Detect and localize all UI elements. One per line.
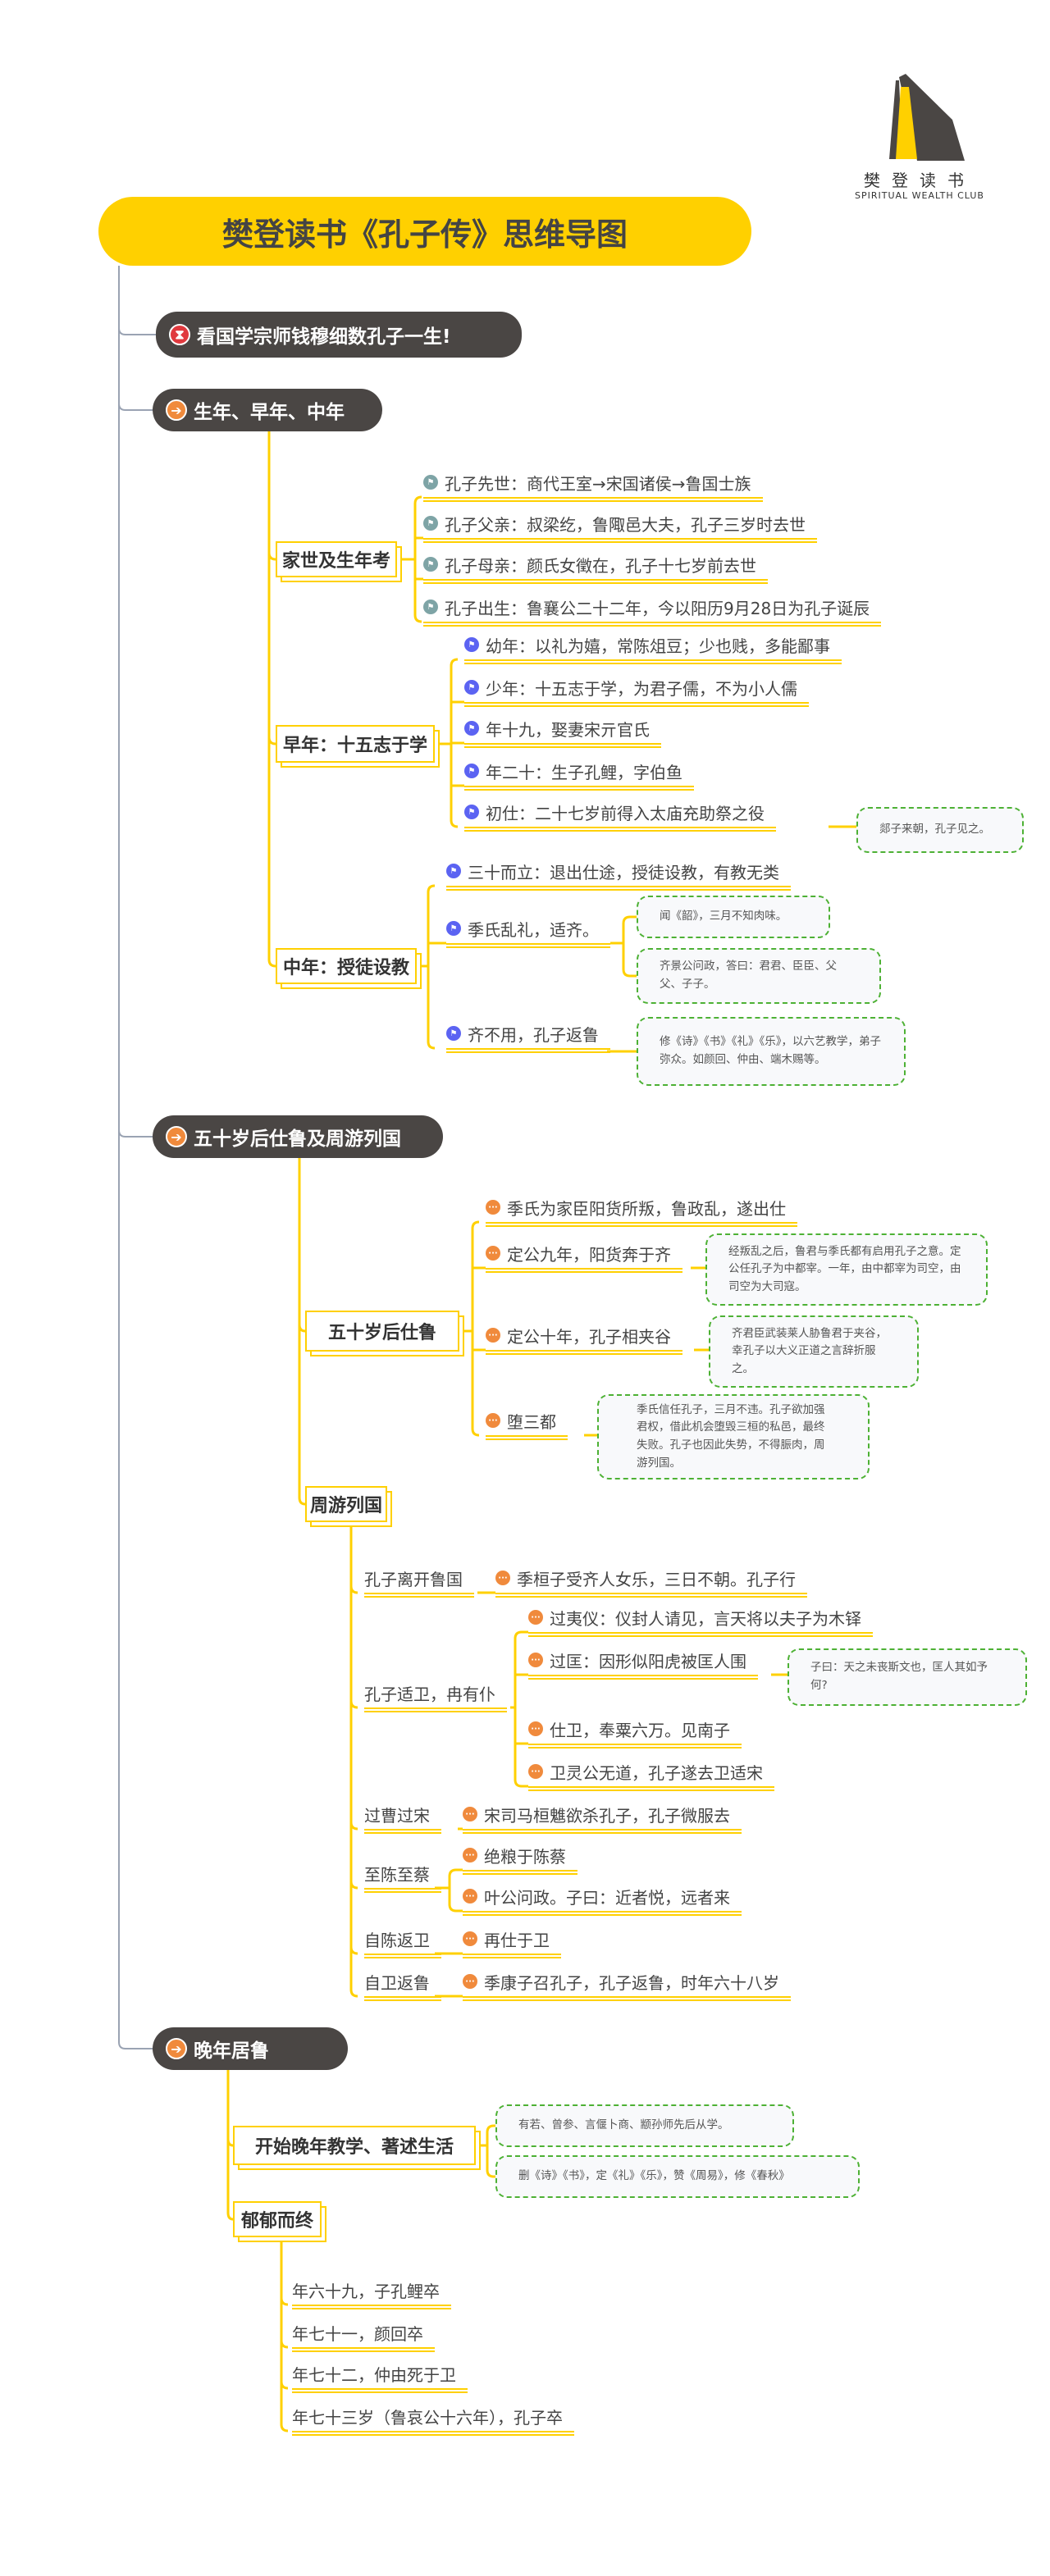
list-item[interactable]: ···过夷仪：仪封人请见，言天将以夫子为木铎 — [528, 1603, 873, 1637]
list-item[interactable]: ⚑孔子父亲：叔梁纥，鲁陬邑大夫，孔子三岁时去世 — [423, 508, 817, 543]
list-item[interactable]: ⚑季氏乱礼，适齐。 — [446, 914, 610, 948]
list-item[interactable]: ···季桓子受齐人女乐，三日不朝。孔子行 — [495, 1563, 807, 1598]
list-item[interactable]: ···卫灵公无道，孔子遂去卫适宋 — [528, 1757, 774, 1791]
flag-icon: ⚑ — [423, 475, 438, 490]
topic-label: 看国学宗师钱穆细数孔子一生! — [197, 326, 451, 348]
list-item[interactable]: ···再仕于卫 — [463, 1924, 561, 1958]
more-dots-icon: ··· — [463, 1807, 477, 1821]
list-item[interactable]: ···定公十年，孔子相夹谷 — [486, 1320, 682, 1355]
list-item[interactable]: 年六十九，子孔鲤卒 — [292, 2275, 451, 2309]
note-callout: 季氏信任孔子，三月不违。孔子欲加强君权，借此机会堕毁三桓的私邑，最终失败。孔子也… — [597, 1394, 870, 1479]
note-callout: 修《诗》《书》《礼》《乐》，以六艺教学，弟子弥众。如颜回、仲由、端木赐等。 — [637, 1017, 906, 1086]
flag-icon: ⚑ — [464, 721, 479, 736]
travel-group-label[interactable]: 至陈至蔡 — [364, 1858, 441, 1893]
list-item[interactable]: ⚑孔子出生：鲁襄公二十二年，今以阳历9月28日为孔子诞辰 — [423, 592, 882, 627]
list-item[interactable]: ···堕三都 — [486, 1406, 568, 1440]
brand-logo: 樊登读书 SPIRITUAL WEALTH CLUB — [850, 71, 989, 210]
note-callout: 齐景公问政，答曰：君君、臣臣、父父、子子。 — [637, 948, 881, 1004]
more-dots-icon: ··· — [528, 1721, 543, 1736]
travel-group-label[interactable]: 孔子适卫，冉有仆 — [364, 1678, 507, 1712]
subtopic-early-years[interactable]: 早年：十五志于学 — [276, 725, 435, 763]
hourglass-icon: ⧗ — [169, 324, 190, 345]
more-dots-icon: ··· — [495, 1571, 510, 1585]
topic-label: 五十岁后仕鲁及周游列国 — [194, 1128, 401, 1150]
travel-group-label[interactable]: 过曹过宋 — [364, 1799, 441, 1834]
list-item[interactable]: ⚑齐不用，孔子返鲁 — [446, 1019, 610, 1053]
list-item[interactable]: ···绝粮于陈蔡 — [463, 1840, 578, 1875]
flag-icon: ⚑ — [423, 557, 438, 572]
note-callout: 闻《韶》，三月不知肉味。 — [637, 896, 830, 938]
list-item[interactable]: 年七十一，颜回卒 — [292, 2318, 435, 2352]
more-dots-icon: ··· — [463, 1974, 477, 1989]
list-item[interactable]: ⚑三十而立：退出仕途，授徒设教，有教无类 — [446, 856, 791, 891]
list-item[interactable]: 年七十二，仲由死于卫 — [292, 2359, 468, 2393]
flag-icon: ⚑ — [423, 516, 438, 531]
topic-office-travels[interactable]: ➔ 五十岁后仕鲁及周游列国 — [153, 1115, 443, 1158]
more-dots-icon: ··· — [486, 1246, 500, 1261]
travel-group-label[interactable]: 孔子离开鲁国 — [364, 1563, 474, 1598]
flag-icon: ⚑ — [446, 864, 461, 878]
flag-icon: ⚑ — [464, 637, 479, 652]
more-dots-icon: ··· — [486, 1328, 500, 1343]
flag-icon: ⚑ — [423, 600, 438, 614]
more-dots-icon: ··· — [463, 1889, 477, 1904]
list-item[interactable]: ···定公九年，阳货奔于齐 — [486, 1238, 682, 1273]
note-callout: 经叛乱之后，鲁君与季氏都有启用孔子之意。定公任孔子为中都宰。一年，由中都宰为司空… — [705, 1233, 988, 1306]
list-item[interactable]: ⚑初仕：二十七岁前得入太庙充助祭之役 — [464, 797, 776, 832]
topic-qianmu[interactable]: ⧗ 看国学宗师钱穆细数孔子一生! — [156, 312, 522, 358]
note-callout: 删《诗》《书》，定《礼》《乐》，赞《周易》，修《春秋》 — [495, 2155, 860, 2198]
note-callout: 齐君臣武装莱人胁鲁君于夹谷，幸孔子以大义正道之言辞折服之。 — [709, 1315, 919, 1388]
more-dots-icon: ··· — [528, 1764, 543, 1779]
flag-icon: ⚑ — [464, 764, 479, 778]
travel-group-label[interactable]: 自陈返卫 — [364, 1924, 441, 1958]
list-item[interactable]: ⚑少年：十五志于学，为君子儒，不为小人儒 — [464, 672, 809, 707]
list-item[interactable]: ⚑年十九，娶妻宋亓官氏 — [464, 714, 661, 748]
map-title: 樊登读书《孔子传》思维导图 — [98, 197, 751, 266]
subtopic-end[interactable]: 郁郁而终 — [233, 2201, 322, 2237]
topic-late-years[interactable]: ➔ 晚年居鲁 — [153, 2027, 348, 2070]
logo-cn-text: 樊登读书 — [864, 171, 975, 190]
more-dots-icon: ··· — [463, 1931, 477, 1946]
more-dots-icon: ··· — [486, 1413, 500, 1428]
topic-label: 晚年居鲁 — [194, 2040, 269, 2062]
arrow-right-icon: ➔ — [166, 1126, 187, 1147]
flag-icon: ⚑ — [464, 680, 479, 695]
subtopic-teaching[interactable]: 开始晚年教学、著述生活 — [233, 2126, 476, 2165]
list-item[interactable]: ···仕卫，奉粟六万。见南子 — [528, 1714, 742, 1748]
book-logo-icon — [889, 74, 965, 161]
list-item[interactable]: ···叶公问政。子曰：近者悦，远者来 — [463, 1881, 742, 1916]
list-item[interactable]: ⚑年二十：生子孔鲤，字伯鱼 — [464, 756, 694, 791]
logo-en-text: SPIRITUAL WEALTH CLUB — [855, 190, 984, 201]
list-item[interactable]: ⚑孔子先世：商代王室→宋国诸侯→鲁国士族 — [423, 467, 763, 502]
note-callout: 郯子来朝，孔子见之。 — [856, 807, 1024, 853]
flag-icon: ⚑ — [446, 921, 461, 936]
list-item[interactable]: ⚑幼年：以礼为嬉，常陈俎豆；少也贱，多能鄙事 — [464, 630, 842, 664]
travel-group-label[interactable]: 自卫返鲁 — [364, 1967, 441, 2001]
more-dots-icon: ··· — [528, 1653, 543, 1667]
list-item[interactable]: ···过匡：因形似阳虎被匡人围 — [528, 1645, 758, 1680]
list-item[interactable]: ···季氏为家臣阳货所叛，鲁政乱，遂出仕 — [486, 1192, 797, 1227]
note-callout: 子曰：天之未丧斯文也，匡人其如予何? — [788, 1648, 1027, 1706]
list-item[interactable]: ···季康子召孔子，孔子返鲁，时年六十八岁 — [463, 1967, 791, 2001]
more-dots-icon: ··· — [486, 1200, 500, 1215]
list-item[interactable]: ⚑孔子母亲：颜氏女徵在，孔子十七岁前去世 — [423, 549, 768, 584]
subtopic-middle-years[interactable]: 中年：授徒设教 — [276, 948, 417, 984]
topic-label: 生年、早年、中年 — [194, 402, 345, 423]
subtopic-travels[interactable]: 周游列国 — [305, 1486, 387, 1522]
arrow-right-icon: ➔ — [166, 399, 187, 421]
flag-icon: ⚑ — [464, 805, 479, 819]
list-item[interactable]: ···宋司马桓魋欲杀孔子，孔子微服去 — [463, 1799, 742, 1834]
arrow-right-icon: ➔ — [166, 2038, 187, 2059]
subtopic-office[interactable]: 五十岁后仕鲁 — [305, 1311, 459, 1352]
more-dots-icon: ··· — [528, 1610, 543, 1625]
list-item[interactable]: 年七十三岁（鲁哀公十六年），孔子卒 — [292, 2401, 574, 2436]
more-dots-icon: ··· — [463, 1848, 477, 1862]
note-callout: 有若、曾参、言偃卜商、颛孙师先后从学。 — [495, 2104, 794, 2147]
flag-icon: ⚑ — [446, 1026, 461, 1041]
subtopic-family[interactable]: 家世及生年考 — [276, 541, 397, 577]
topic-early-life[interactable]: ➔ 生年、早年、中年 — [153, 389, 382, 431]
